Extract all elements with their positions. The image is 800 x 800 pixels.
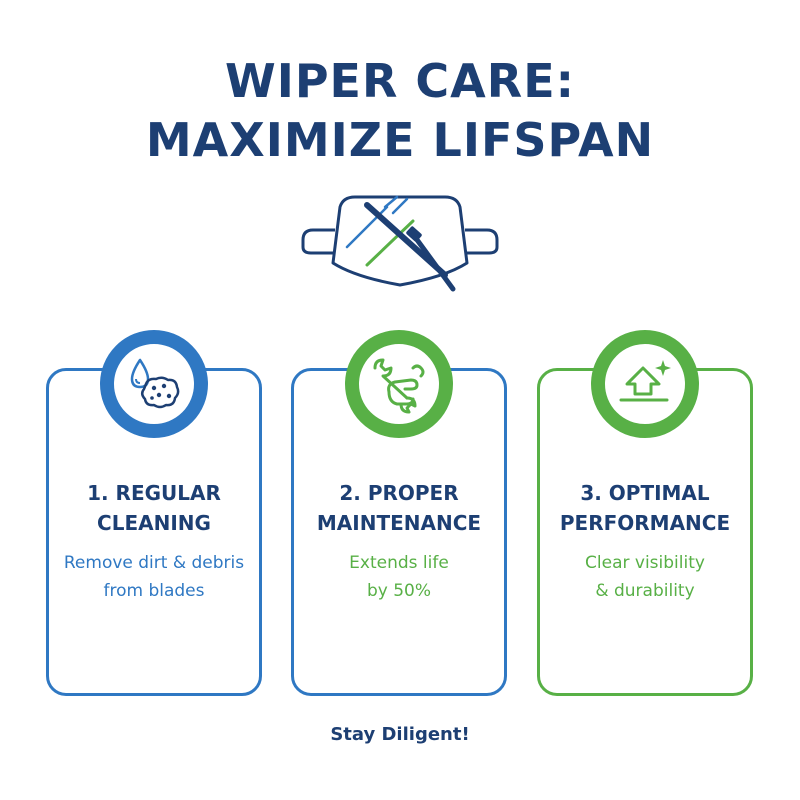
water-drop-sponge-icon	[130, 358, 180, 409]
house-arrow-sparkle-icon	[619, 360, 671, 402]
card-title-proper-maintenance: 2. PROPER MAINTENANCE	[316, 481, 482, 535]
card-description-regular-cleaning: Remove dirt & debris from blades	[63, 553, 245, 601]
page-title-line-1: WIPER CARE:	[224, 54, 576, 108]
windshield-wiper-icon	[301, 195, 499, 292]
maintenance-badge	[345, 330, 453, 438]
card-title-regular-cleaning: 1. REGULAR CLEANING	[87, 481, 221, 535]
footer-tagline: Stay Diligent!	[330, 724, 470, 745]
wrench-hand-icon	[373, 358, 425, 414]
card-description-optimal-performance: Clear visibility & durability	[585, 553, 705, 601]
card-description-proper-maintenance: Extends life by 50%	[349, 553, 449, 601]
card-title-optimal-performance: 3. OPTIMAL PERFORMANCE	[559, 481, 731, 535]
performance-badge	[591, 330, 699, 438]
page-title-line-2: MAXIMIZE LIFSPAN	[145, 113, 655, 167]
cleaning-badge	[100, 330, 208, 438]
